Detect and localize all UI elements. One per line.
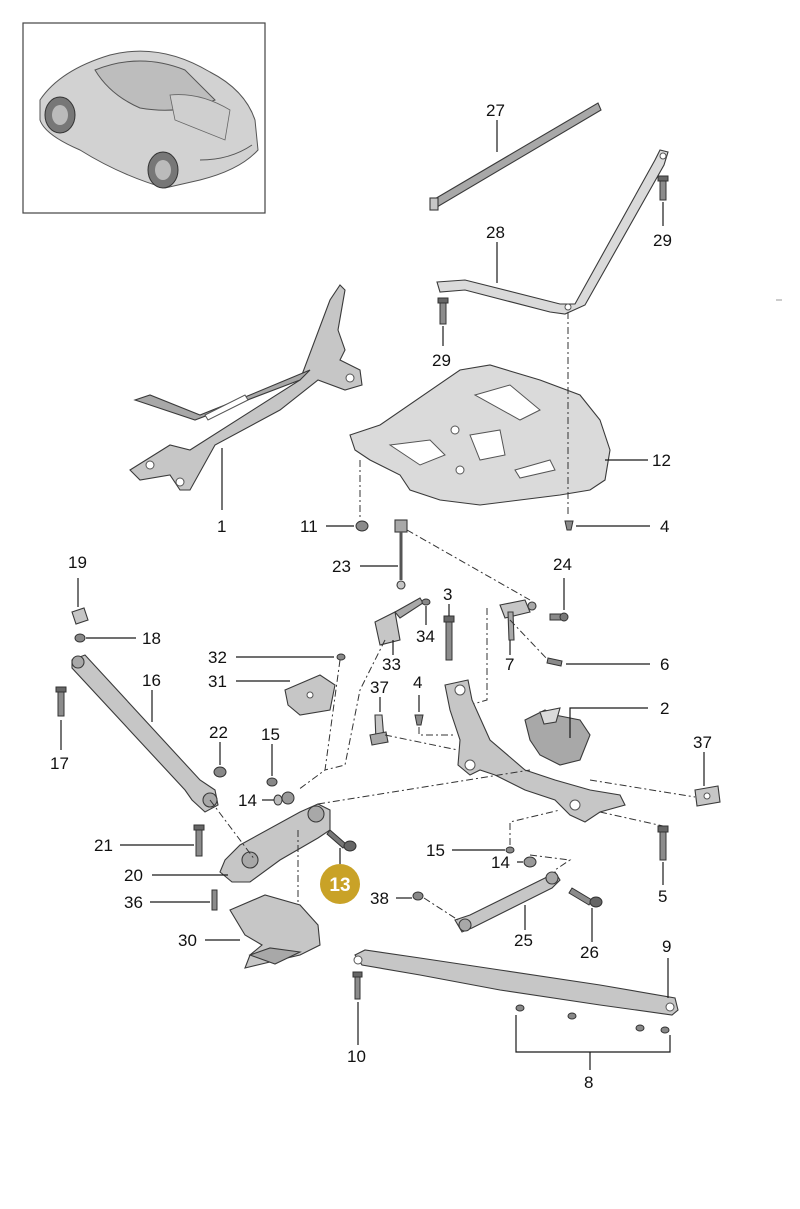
callout-32[interactable]: 32: [208, 648, 227, 667]
part-9-bar[interactable]: [353, 949, 679, 1016]
part-37-left[interactable]: [369, 714, 389, 746]
callout-22[interactable]: 22: [209, 723, 228, 742]
highlight-13-badge[interactable]: 13: [320, 864, 360, 904]
bolt-17[interactable]: [55, 686, 67, 717]
part-20-arm[interactable]: [219, 803, 331, 883]
callout-2[interactable]: 2: [660, 699, 669, 718]
screw-34[interactable]: [421, 598, 431, 606]
bolt-3[interactable]: [443, 615, 455, 661]
part-12-plate[interactable]: [349, 364, 611, 506]
car-thumbnail[interactable]: [22, 22, 266, 214]
callout-27[interactable]: 27: [486, 101, 505, 120]
callout-12[interactable]: 12: [652, 451, 671, 470]
part-33-sensor[interactable]: [374, 597, 424, 646]
nut-38[interactable]: [412, 891, 424, 901]
callout-34[interactable]: 34: [416, 627, 435, 646]
part-25-toe-link[interactable]: [454, 871, 561, 933]
callout-17[interactable]: 17: [50, 754, 69, 773]
callout-6[interactable]: 6: [660, 655, 669, 674]
callout-20[interactable]: 20: [124, 866, 143, 885]
part-30-shield[interactable]: [229, 894, 321, 969]
part-23-link[interactable]: [394, 519, 408, 590]
highlight-13-label: 13: [329, 875, 350, 896]
callout-36[interactable]: 36: [124, 893, 143, 912]
callout-23[interactable]: 23: [332, 557, 351, 576]
part-7-bracket[interactable]: [499, 599, 537, 641]
callout-37a[interactable]: 37: [370, 678, 389, 697]
bolt-29-lower[interactable]: [437, 297, 449, 325]
callout-1[interactable]: 1: [217, 517, 226, 536]
callout-30[interactable]: 30: [178, 931, 197, 950]
nut-22[interactable]: [213, 766, 227, 778]
callout-18[interactable]: 18: [142, 629, 161, 648]
callout-28[interactable]: 28: [486, 223, 505, 242]
part-16-link[interactable]: [71, 654, 219, 813]
callout-29a[interactable]: 29: [653, 231, 672, 250]
callout-10[interactable]: 10: [347, 1047, 366, 1066]
callout-9[interactable]: 9: [662, 937, 671, 956]
bolt-21[interactable]: [193, 824, 205, 857]
callout-21[interactable]: 21: [94, 836, 113, 855]
nut-15-lower[interactable]: [505, 846, 515, 854]
part-27-brace[interactable]: [429, 102, 602, 211]
callout-11[interactable]: 11: [300, 517, 318, 536]
screw-4-upper[interactable]: [564, 520, 574, 531]
part-31-bracket[interactable]: [284, 674, 336, 716]
callout-26[interactable]: 26: [580, 943, 599, 962]
bolt-10[interactable]: [352, 971, 363, 1000]
callout-5[interactable]: 5: [658, 887, 667, 906]
callout-29b[interactable]: 29: [432, 351, 451, 370]
callout-33[interactable]: 33: [382, 655, 401, 674]
callout-25[interactable]: 25: [514, 931, 533, 950]
nut-11[interactable]: [355, 520, 369, 532]
callout-14a[interactable]: 14: [238, 791, 257, 810]
callout-3[interactable]: 3: [443, 585, 452, 604]
callout-7[interactable]: 7: [505, 655, 514, 674]
nut-15-upper[interactable]: [266, 777, 278, 787]
screw-32[interactable]: [336, 653, 346, 661]
bolt-24[interactable]: [549, 612, 569, 622]
callout-8[interactable]: 8: [584, 1073, 593, 1092]
part-37-right[interactable]: [694, 785, 721, 807]
washer-14-lower[interactable]: [523, 856, 537, 868]
bolt-13[interactable]: [326, 829, 357, 852]
bolt-36[interactable]: [211, 889, 218, 911]
callout-31[interactable]: 31: [208, 672, 227, 691]
screw-6[interactable]: [546, 657, 563, 667]
part-1-cross-member[interactable]: [129, 284, 363, 491]
bolt-5[interactable]: [657, 825, 669, 861]
screw-4-mid[interactable]: [414, 714, 424, 726]
callout-19[interactable]: 19: [68, 553, 87, 572]
washer-14-upper[interactable]: [273, 791, 295, 806]
callout-15a[interactable]: 15: [261, 725, 280, 744]
nut-18[interactable]: [74, 633, 86, 643]
callout-4b[interactable]: 4: [413, 673, 422, 692]
callout-24[interactable]: 24: [553, 555, 572, 574]
bolt-29-upper[interactable]: [657, 175, 669, 201]
part-28-strut-brace[interactable]: [436, 149, 669, 315]
callout-4a[interactable]: 4: [660, 517, 669, 536]
callout-38[interactable]: 38: [370, 889, 389, 908]
nuts-8[interactable]: [515, 1004, 670, 1034]
callout-15b[interactable]: 15: [426, 841, 445, 860]
callout-37b[interactable]: 37: [693, 733, 712, 752]
part-2-carrier[interactable]: [444, 679, 626, 823]
part-19-clip[interactable]: [71, 607, 89, 625]
callout-14b[interactable]: 14: [491, 853, 510, 872]
bolt-26[interactable]: [568, 887, 603, 908]
callout-16[interactable]: 16: [142, 671, 161, 690]
